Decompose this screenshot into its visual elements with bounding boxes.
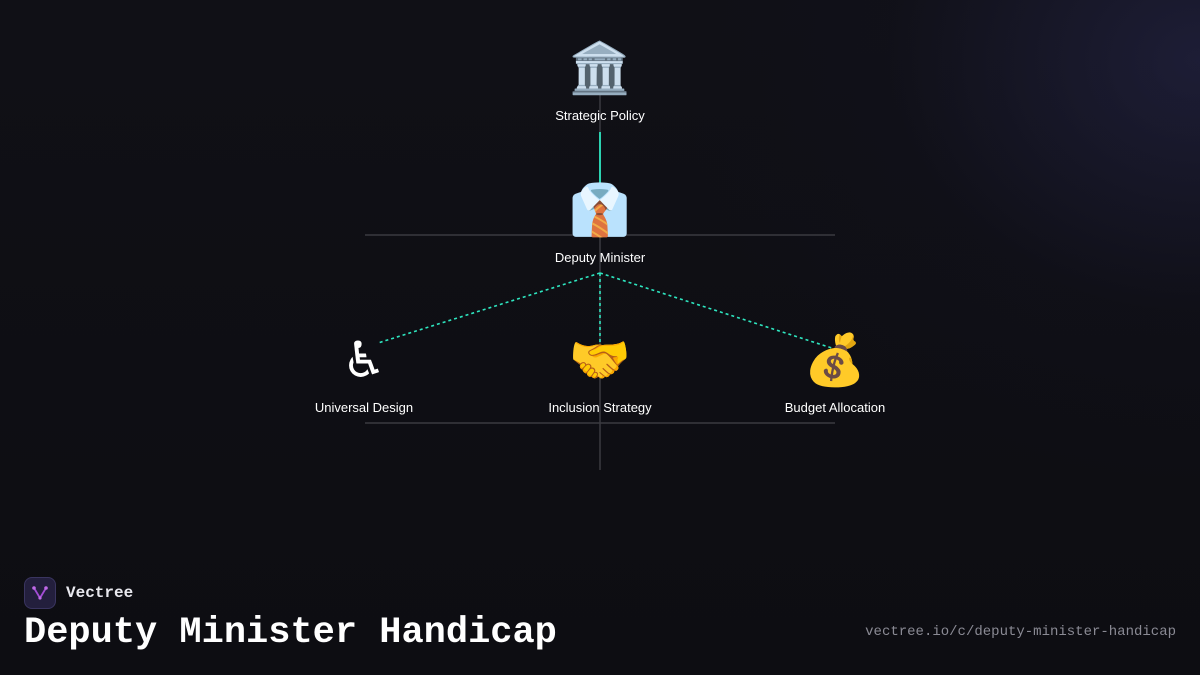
node-label: Universal Design — [314, 400, 414, 415]
classical-building-icon: 🏛️ — [568, 39, 632, 97]
node-budget-allocation[interactable]: 💰 Budget Allocation — [745, 330, 925, 415]
node-label: Budget Allocation — [784, 400, 886, 415]
node-universal-design[interactable]: ♿ Universal Design — [274, 330, 454, 415]
money-bag-icon: 💰 — [803, 331, 867, 389]
brand[interactable]: Vectree — [24, 577, 133, 609]
wheelchair-icon: ♿ — [341, 331, 387, 389]
node-inclusion-strategy[interactable]: 🤝 Inclusion Strategy — [510, 330, 690, 415]
necktie-shirt-icon: 👔 — [568, 181, 632, 239]
edge-arrowhead — [593, 190, 607, 199]
brand-name: Vectree — [66, 584, 134, 602]
node-label: Strategic Policy — [555, 108, 645, 123]
node-label: Inclusion Strategy — [548, 400, 652, 415]
page-title: Deputy Minister Handicap — [24, 612, 557, 654]
node-label: Deputy Minister — [554, 250, 646, 265]
edge-deputy-minister-to-universal-design — [377, 272, 601, 344]
handshake-icon: 🤝 — [568, 331, 632, 389]
node-deputy-minister[interactable]: 👔 Deputy Minister — [510, 180, 690, 265]
node-strategic-policy[interactable]: 🏛️ Strategic Policy — [510, 38, 690, 123]
vectree-logo-icon — [24, 577, 56, 609]
page-url[interactable]: vectree.io/c/deputy-minister-handicap — [865, 624, 1176, 640]
